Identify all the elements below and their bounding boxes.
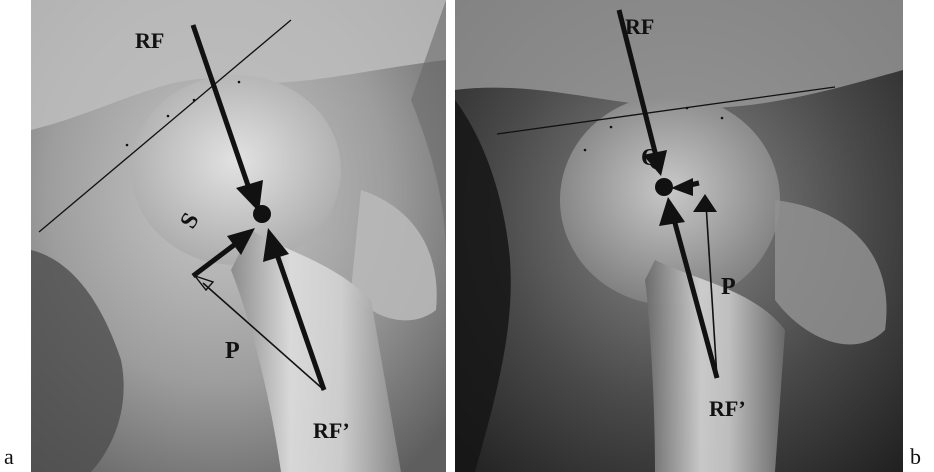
reference-dot [686, 107, 689, 110]
radiograph-b-svg: RF Q P RF’ [455, 0, 903, 472]
label-rf-prime: RF’ [313, 418, 350, 443]
reference-dot [238, 81, 241, 84]
radiograph-panel-b: RF Q P RF’ [455, 0, 903, 472]
label-rf: RF [625, 14, 654, 39]
label-p: P [721, 274, 736, 300]
label-rf-prime: RF’ [709, 396, 746, 421]
reference-dot [193, 99, 196, 102]
joint-center [253, 205, 271, 223]
panel-letter-b: b [910, 444, 921, 470]
panel-letter-a: a [4, 444, 14, 470]
radiograph-panel-a: RF S P RF’ [31, 0, 446, 472]
label-p: P [225, 338, 240, 364]
reference-dot [126, 144, 129, 147]
reference-dot [721, 117, 724, 120]
joint-center [655, 178, 673, 196]
radiograph-a-svg: RF S P RF’ [31, 0, 446, 472]
reference-dot [584, 149, 587, 152]
label-rf: RF [135, 28, 164, 53]
reference-dot [167, 115, 170, 118]
label-q: Q [641, 145, 660, 171]
reference-dot [610, 126, 613, 129]
